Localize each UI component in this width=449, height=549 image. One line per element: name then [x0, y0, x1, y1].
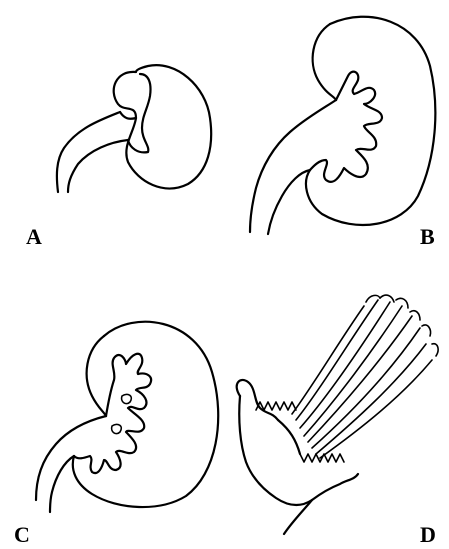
panel-a-kidney [57, 65, 211, 192]
label-c: C [14, 522, 30, 547]
panel-b-kidney [250, 17, 435, 234]
label-a: A [26, 224, 42, 249]
label-b: B [420, 224, 435, 249]
panel-c-kidney [36, 322, 218, 512]
label-d: D [420, 522, 436, 547]
panel-d-kidney [237, 295, 438, 534]
